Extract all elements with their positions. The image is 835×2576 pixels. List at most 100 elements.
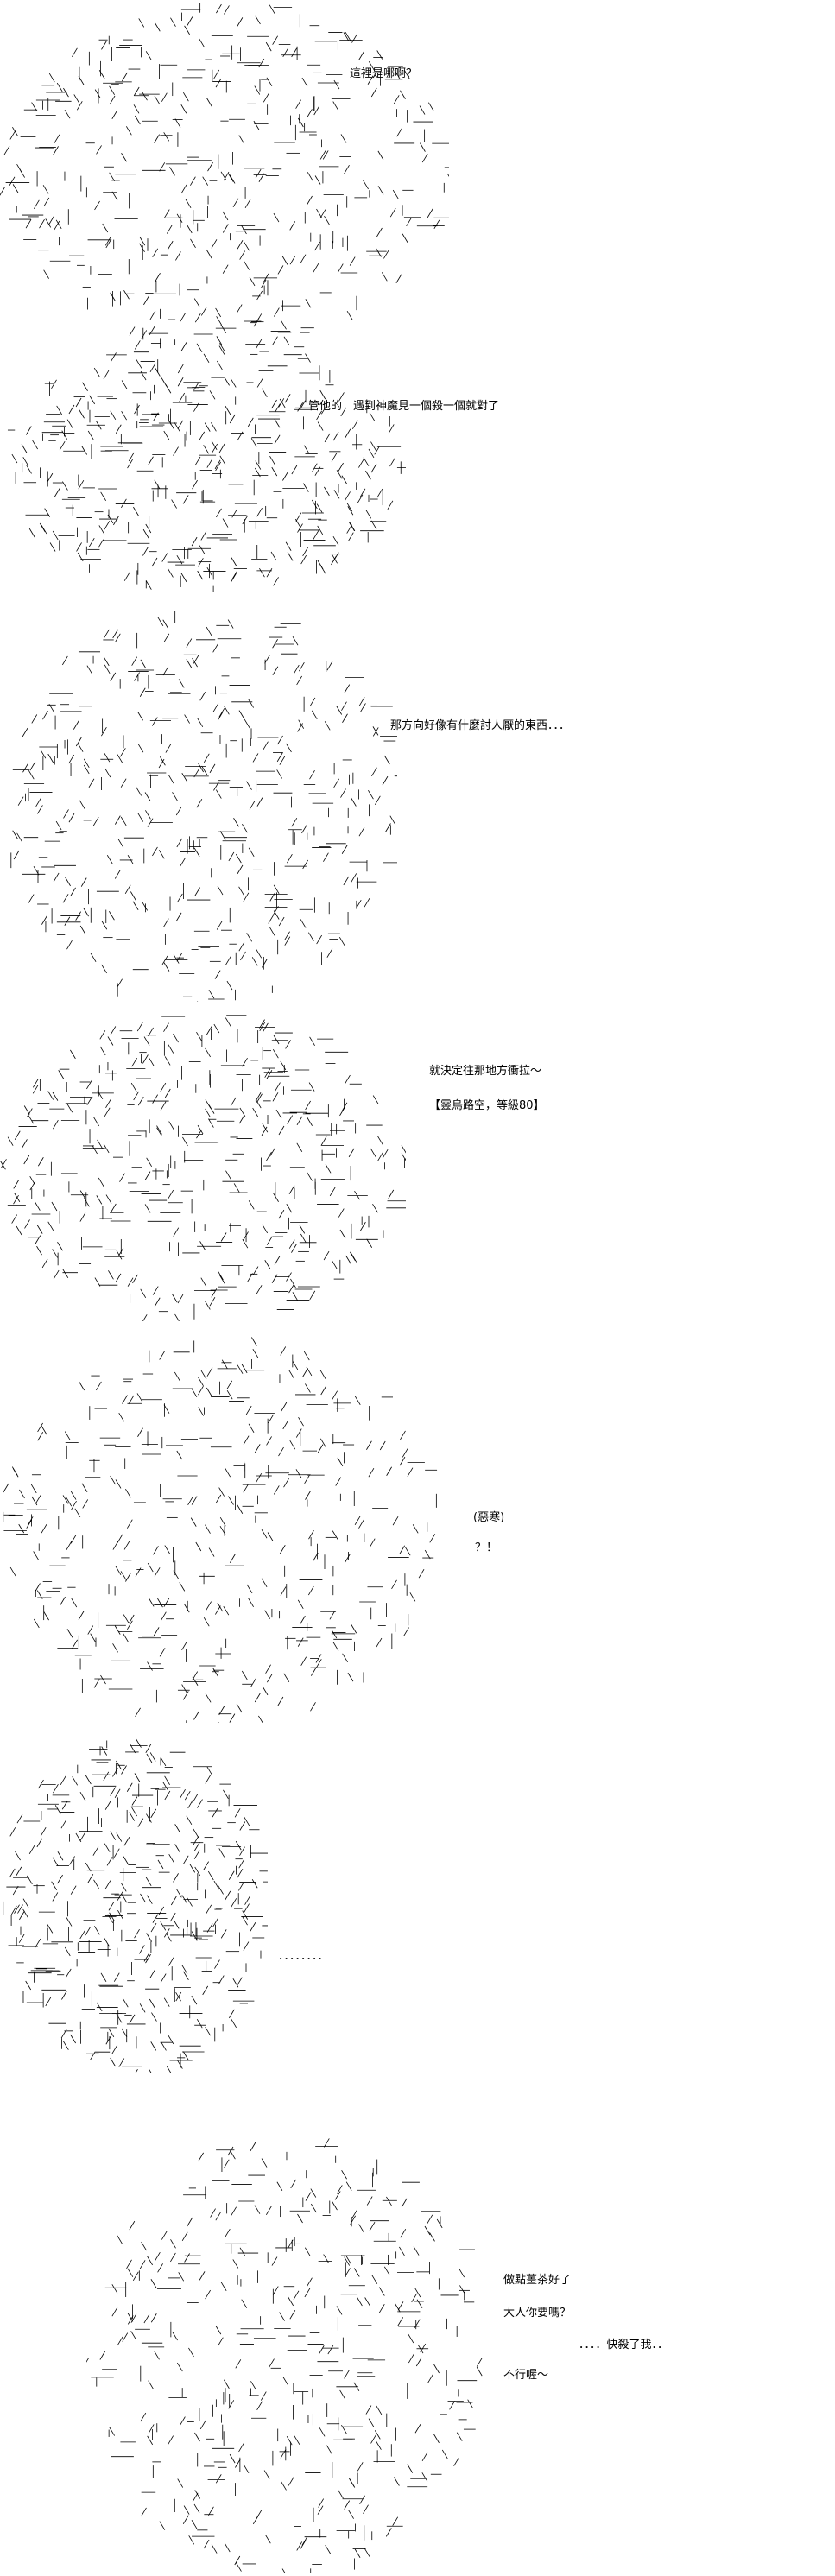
art-stroke [286,743,292,753]
art-stroke [208,989,215,999]
art-stroke [366,1440,372,1450]
art-stroke [136,1738,142,1748]
art-stroke [87,1625,94,1635]
art-panel-6 [0,1736,268,2073]
art-stroke [467,2399,474,2408]
art-stroke [246,933,253,942]
art-stroke [433,2364,440,2374]
art-stroke [255,15,261,25]
art-stroke [170,2252,176,2263]
art-stroke [226,1380,233,1390]
dialogue-line: ．．．．．．．． [278,1950,329,1963]
art-stroke [263,2470,270,2479]
art-stroke [79,1791,86,1801]
art-stroke [40,749,47,759]
art-stroke [12,1468,19,1478]
art-stroke [190,176,196,186]
art-stroke [197,1799,203,1808]
art-stroke [406,217,412,227]
art-stroke [314,175,321,185]
art-stroke [175,251,181,261]
art-stroke [364,2297,370,2307]
dialogue-line: ．．．．快殺了我．． [579,2339,669,2351]
art-stroke [18,1934,25,1943]
art-stroke [273,1485,280,1495]
art-stroke [276,2181,283,2191]
art-stroke [400,2228,407,2238]
art-stroke [278,916,285,927]
art-stroke [284,931,290,940]
art-stroke [310,2188,317,2198]
art-stroke [215,461,221,472]
art-stroke [123,572,130,581]
art-stroke [258,1715,263,1723]
art-stroke [115,424,122,434]
art-stroke [22,1898,29,1908]
art-stroke [193,768,200,778]
art-stroke [357,2462,364,2472]
art-stroke [424,1549,431,1560]
art-stroke [134,404,140,415]
art-stroke [154,95,161,105]
art-stroke [106,1857,113,1866]
art-stroke [253,317,260,327]
art-stroke [323,2254,330,2263]
art-stroke [122,2332,129,2342]
art-stroke [152,248,159,258]
art-stroke [134,1929,140,1939]
art-stroke [256,1473,263,1483]
art-stroke [301,824,307,834]
art-stroke [187,1799,194,1809]
art-stroke [148,456,154,465]
art-stroke [317,2505,324,2515]
art-stroke [359,2495,365,2504]
art-stroke [64,1946,71,1957]
art-stroke [245,1405,252,1415]
art-stroke [287,552,294,561]
art-stroke [399,2246,405,2256]
art-stroke [288,1370,295,1379]
art-stroke [376,227,383,237]
art-stroke [224,377,230,386]
art-stroke [142,902,149,911]
art-stroke [329,1187,336,1197]
art-stroke [360,1221,366,1231]
art-stroke [161,377,168,387]
art-stroke [158,1906,165,1916]
art-stroke [205,2289,211,2300]
art-stroke [198,2152,204,2162]
art-stroke [180,312,187,322]
art-stroke [351,873,357,883]
art-stroke [120,816,127,826]
art-stroke [345,428,351,438]
art-stroke [385,823,391,832]
art-stroke [104,664,111,674]
art-stroke [136,1022,143,1032]
art-stroke [319,389,326,400]
art-stroke [300,1615,306,1625]
art-stroke [120,1883,127,1892]
art-stroke [424,2225,431,2236]
art-stroke [19,1910,25,1921]
art-stroke [19,1489,25,1499]
art-stroke [109,85,115,96]
art-stroke [22,1908,28,1919]
dialogue-line: 就決定往那地方衝拉～ [429,1065,542,1078]
art-stroke [216,336,223,345]
art-stroke [313,105,320,116]
art-stroke [45,218,52,228]
art-stroke [300,554,307,565]
art-stroke [105,238,112,249]
art-stroke [239,2247,246,2257]
art-stroke [459,2268,465,2278]
art-stroke [12,830,19,839]
art-stroke [260,2391,267,2401]
art-stroke [187,16,193,26]
art-stroke [297,402,303,412]
art-stroke [148,2380,155,2389]
art-stroke [27,1875,33,1885]
art-stroke [34,1201,41,1211]
art-stroke [166,225,173,234]
art-stroke [126,1519,133,1529]
art-stroke [296,675,302,686]
